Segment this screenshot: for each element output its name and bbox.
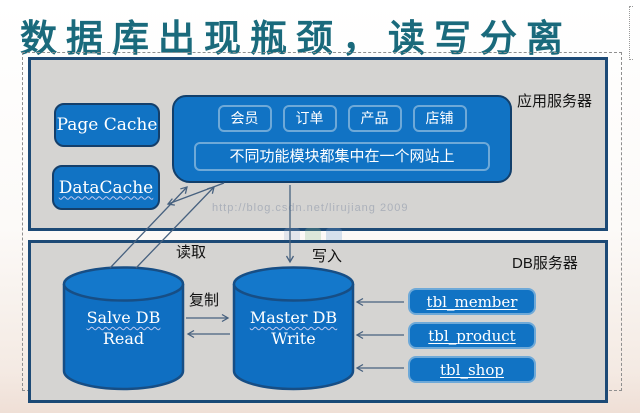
tbl-shop-label: tbl_shop	[440, 360, 504, 379]
write-flow-label: 写入	[312, 248, 343, 265]
watermark-url-text: http://blog.csdn.net/lirujiang 2009	[212, 202, 409, 214]
slide-title: 数据库出现瓶颈，读写分离	[20, 18, 572, 59]
slave-db-label: Salve DB Read	[86, 308, 161, 349]
data-cache-label: DataCache	[58, 177, 154, 198]
page-cache-box: Page Cache	[54, 103, 160, 147]
module-tab-row: 会员 订单 产品 店铺	[174, 105, 510, 132]
tbl-product-label: tbl_product	[428, 326, 516, 345]
module-tab-product: 产品	[347, 105, 402, 132]
app-server-label: 应用服务器	[517, 93, 593, 110]
slave-db-cylinder: Salve DB Read	[62, 265, 185, 393]
db-server-label: DB服务器	[512, 255, 578, 272]
website-box: 会员 订单 产品 店铺 不同功能模块都集中在一个网站上	[172, 95, 512, 183]
master-db-cylinder: Master DB Write	[232, 265, 355, 393]
tbl-member-box: tbl_member	[408, 288, 536, 315]
website-caption: 不同功能模块都集中在一个网站上	[194, 142, 490, 171]
title-placeholder-handle	[629, 6, 633, 60]
module-tab-shop: 店铺	[412, 105, 467, 132]
module-tab-member: 会员	[217, 105, 272, 132]
read-flow-label: 读取	[176, 244, 207, 261]
replicate-flow-label: 复制	[189, 292, 220, 309]
module-tab-order: 订单	[282, 105, 337, 132]
cylinder-shape	[62, 266, 185, 391]
tbl-product-box: tbl_product	[408, 322, 536, 349]
cylinder-shape	[232, 266, 355, 391]
page-cache-label: Page Cache	[56, 115, 158, 135]
tbl-shop-box: tbl_shop	[408, 356, 536, 383]
data-cache-box: DataCache	[52, 165, 160, 210]
master-db-label: Master DB Write	[249, 308, 338, 349]
tbl-member-label: tbl_member	[426, 292, 518, 311]
